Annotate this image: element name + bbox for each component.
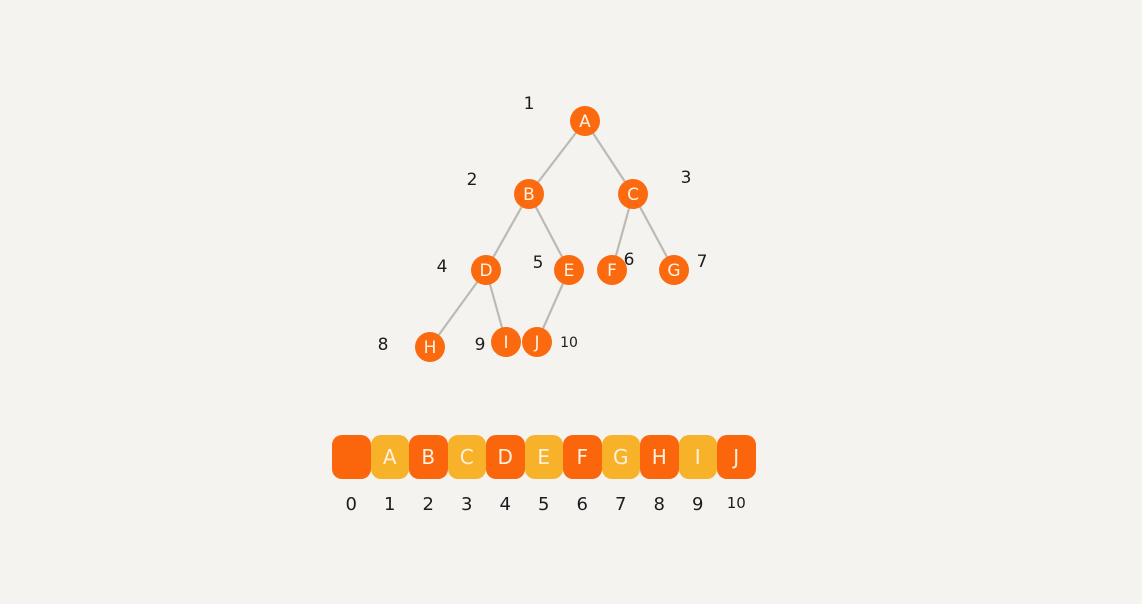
tree-node-circle — [554, 255, 584, 285]
array-cell-2: B — [409, 435, 448, 479]
tree-node-b: B — [514, 179, 544, 209]
tree-node-index: 3 — [681, 168, 692, 188]
array-index-6: 6 — [576, 494, 588, 515]
array-index-4: 4 — [499, 494, 511, 515]
tree-node-label: I — [503, 333, 508, 353]
array-cell-5: E — [524, 435, 563, 479]
array-index-7: 7 — [615, 494, 627, 515]
tree-node-circle — [514, 179, 544, 209]
tree-node-index: 5 — [533, 253, 544, 273]
tree-node-circle — [491, 327, 521, 357]
tree-node-j: J — [522, 327, 552, 357]
array-index-8: 8 — [653, 494, 665, 515]
tree-node-label: B — [523, 185, 535, 205]
tree-node-label: H — [424, 338, 437, 358]
array-cell-7: G — [601, 435, 640, 479]
tree-node-label: A — [579, 112, 591, 132]
tree-node-label: C — [627, 185, 639, 205]
tree-edge-d-h — [428, 268, 488, 349]
array-index-1: 1 — [384, 494, 396, 515]
array-index-10: 10 — [726, 494, 746, 512]
tree-node-e: E — [554, 255, 584, 285]
array-cell-3: C — [447, 435, 486, 479]
tree-node-circle — [597, 255, 627, 285]
tree-node-index: 2 — [467, 170, 478, 190]
array-cell-1: A — [370, 435, 409, 479]
array-index-0: 0 — [345, 494, 357, 515]
tree-node-f: F — [597, 255, 627, 285]
tree-node-label: D — [479, 261, 492, 281]
tree-node-label: J — [533, 333, 539, 353]
tree-node-circle — [522, 327, 552, 357]
tree-node-index: 1 — [524, 94, 535, 114]
tree-node-h: H — [415, 332, 445, 362]
tree-node-a: A — [570, 106, 600, 136]
tree-node-index: 7 — [697, 252, 708, 272]
tree-node-i: I — [491, 327, 521, 357]
array-indices: 0 1 2 3 4 5 6 7 8 9 10 — [332, 494, 756, 515]
tree-index-labels: 1 2 3 4 5 6 7 8 9 10 — [378, 94, 708, 355]
tree-node-index: 9 — [475, 335, 486, 355]
tree-node-d: D — [471, 255, 501, 285]
array-cell-0 — [332, 435, 371, 479]
tree-nodes: A B C D E F G H I J — [415, 106, 689, 362]
tree-node-index: 10 — [560, 335, 578, 351]
array-index-3: 3 — [461, 494, 473, 515]
array-cell-9: I — [678, 435, 717, 479]
array-cell-8: H — [640, 435, 679, 479]
array-cell-6: F — [563, 435, 602, 479]
array-cell-10: J — [717, 435, 756, 479]
array-index-5: 5 — [538, 494, 550, 515]
tree-edge-a-b — [527, 119, 587, 196]
array-index-2: 2 — [422, 494, 434, 515]
tree-node-circle — [415, 332, 445, 362]
tree-node-c: C — [618, 179, 648, 209]
tree-node-index: 6 — [624, 250, 635, 270]
tree-node-label: F — [607, 261, 617, 281]
tree-node-circle — [570, 106, 600, 136]
tree-node-circle — [659, 255, 689, 285]
tree-node-circle — [471, 255, 501, 285]
tree-node-index: 8 — [378, 335, 389, 355]
array-index-9: 9 — [692, 494, 704, 515]
array-cell-4: D — [486, 435, 525, 479]
tree-node-index: 4 — [437, 257, 448, 277]
tree-node-g: G — [659, 255, 689, 285]
tree-node-label: G — [667, 261, 680, 281]
tree-node-circle — [618, 179, 648, 209]
tree-edges — [428, 119, 676, 349]
tree-node-label: E — [564, 261, 575, 281]
